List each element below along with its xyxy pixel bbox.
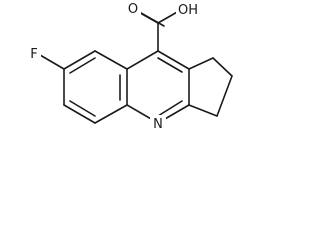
bond bbox=[212, 57, 233, 77]
bond bbox=[94, 104, 128, 124]
label-background bbox=[150, 115, 166, 132]
atom-labels: F N O OH bbox=[27, 1, 200, 132]
label-background bbox=[27, 46, 41, 63]
bond bbox=[216, 75, 233, 117]
nitrogen-label: N bbox=[153, 117, 163, 132]
bond-double-inner bbox=[69, 57, 96, 74]
bond bbox=[63, 50, 96, 70]
bond bbox=[188, 57, 214, 70]
bond bbox=[94, 50, 128, 70]
bond bbox=[157, 50, 190, 70]
carbonyl-oxygen-label: O bbox=[128, 2, 138, 17]
bond-double-inner bbox=[157, 100, 183, 117]
chemical-structure-diagram: F N O OH bbox=[27, 1, 233, 132]
bond bbox=[39, 54, 65, 70]
bond bbox=[126, 50, 159, 70]
bond bbox=[157, 10, 180, 24]
bond-double-inner bbox=[69, 100, 96, 117]
label-background bbox=[176, 2, 200, 18]
bond bbox=[188, 104, 218, 117]
bond-double-inner bbox=[157, 57, 183, 73]
bond bbox=[63, 104, 96, 124]
label-background bbox=[125, 1, 141, 17]
hydroxyl-label: OH bbox=[178, 3, 198, 18]
bond bbox=[140, 12, 165, 27]
bonds bbox=[39, 9, 233, 124]
fluorine-label: F bbox=[30, 47, 37, 62]
